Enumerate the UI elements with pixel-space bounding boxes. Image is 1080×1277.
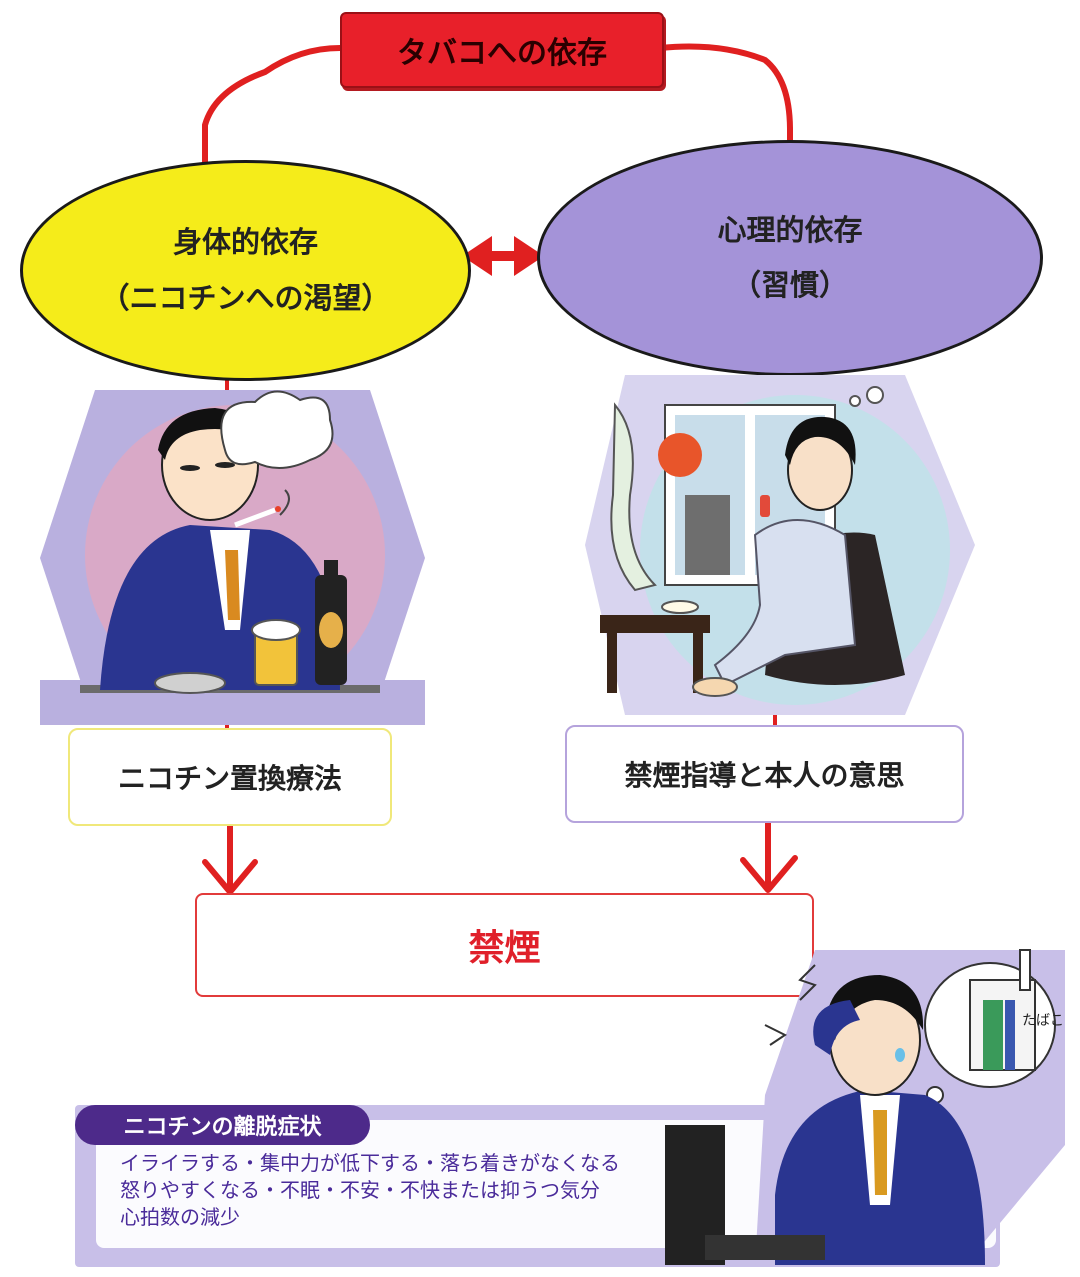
nicotine-replacement-box: ニコチン置換療法 (68, 728, 392, 826)
symptom-line: 心拍数の減少 (120, 1205, 240, 1229)
symptom-line: 怒りやすくなる・不眠・不安・不快または抑うつ気分 (120, 1178, 600, 1202)
tobacco-dependence-box: タバコへの依存 (340, 12, 664, 88)
withdrawal-symptoms: イライラする・集中力が低下する・落ち着きがなくなる 怒りやすくなる・不眠・不安・… (120, 1150, 720, 1231)
top-left-connector (202, 45, 341, 172)
psychological-dependence-title: 心理的依存 (717, 212, 863, 247)
tobacco-dependence-label: タバコへの依存 (397, 36, 607, 71)
nicotine-replacement-label: ニコチン置換療法 (117, 762, 342, 795)
cigarette-pack-text: たばこ (1022, 1013, 1064, 1029)
bidirectional-arrow (462, 236, 544, 276)
withdrawal-title-text: ニコチンの離脱症状 (123, 1115, 322, 1140)
physical-dependence-node: 身体的依存 （ニコチンへの渇望） (20, 160, 471, 381)
pajama-man-illustration (585, 375, 975, 715)
psychological-dependence-subtitle: （習慣） (731, 268, 848, 302)
withdrawal-title: ニコチンの離脱症状 (75, 1105, 370, 1145)
symptom-line: イライラする・集中力が低下する・落ち着きがなくなる (120, 1151, 620, 1175)
quit-smoking-box: 禁煙 (195, 893, 814, 997)
psychological-dependence-node: 心理的依存 （習慣） (537, 140, 1043, 376)
physical-dependence-title: 身体的依存 (172, 225, 318, 260)
physical-dependence-subtitle: （ニコチンへの渇望） (100, 280, 391, 315)
cessation-guidance-label: 禁煙指導と本人の意思 (624, 759, 905, 792)
right-down-arrow (740, 820, 798, 893)
smoking-man-bar-illustration (40, 390, 425, 725)
cessation-guidance-box: 禁煙指導と本人の意思 (565, 725, 964, 823)
top-right-connector (659, 43, 793, 150)
left-down-arrow (202, 823, 258, 895)
quit-smoking-label: 禁煙 (468, 928, 541, 969)
stressed-worker-illustration: たばこ (665, 949, 1065, 1265)
